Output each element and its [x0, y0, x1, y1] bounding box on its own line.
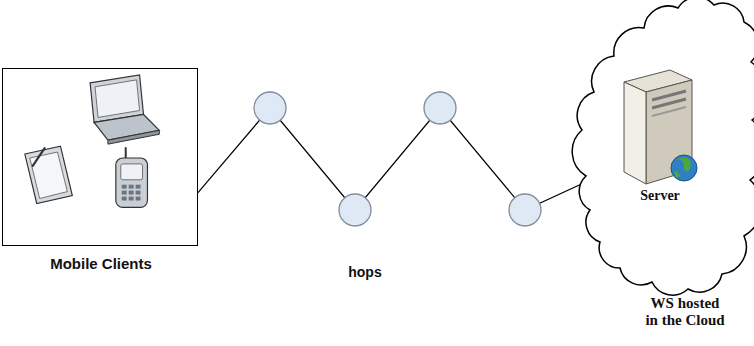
hops-label: hops: [330, 264, 400, 280]
hop-circle: [339, 194, 371, 226]
cloud-outline: [572, 0, 754, 292]
cloud-shape: ServerWS hosted in the Cloud: [572, 0, 754, 292]
server-label: Server: [615, 188, 705, 204]
cloud-caption: WS hosted in the Cloud: [644, 295, 726, 330]
server-icon: [624, 70, 697, 184]
hop-circle: [254, 92, 286, 124]
client-devices: [3, 69, 197, 245]
group-label: Mobile Clients: [3, 255, 199, 272]
hop-circle: [424, 92, 456, 124]
hop-circle: [509, 194, 541, 226]
client-box: Mobile Clients: [2, 68, 198, 246]
